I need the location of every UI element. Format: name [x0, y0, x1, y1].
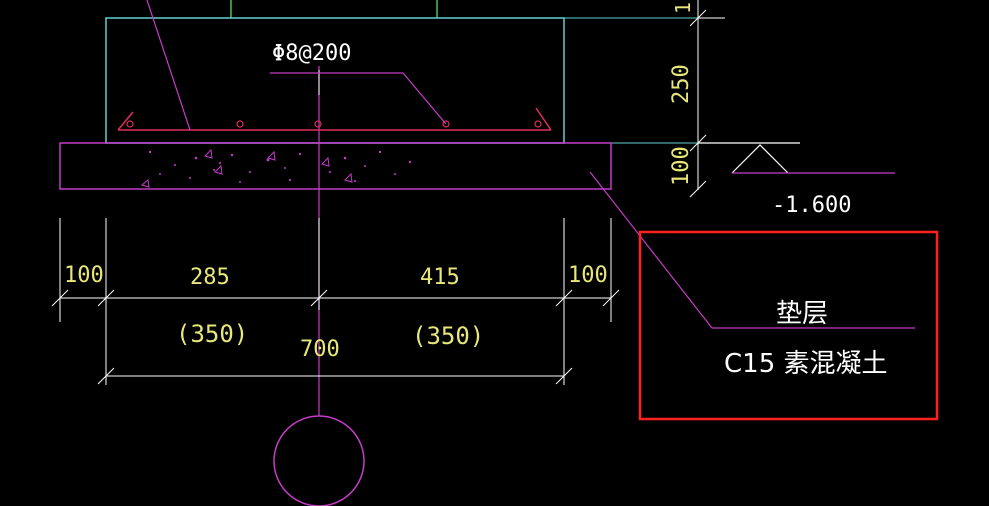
- footing-slab: [105, 17, 565, 144]
- rebar-note: Φ8@200: [272, 41, 351, 66]
- dim-total: 700: [300, 337, 340, 362]
- dim-left-offset: 100: [64, 263, 104, 288]
- dim-seg-right-alt: (350): [412, 322, 484, 350]
- dim-right-thickness: 250: [669, 64, 694, 104]
- callout-highlight-box[interactable]: [638, 230, 939, 421]
- bedding-callout-leader: [589, 171, 915, 329]
- distribution-rebar-dots: [126, 120, 542, 128]
- dim-right-offset: 100: [568, 263, 608, 288]
- callout-line1: 垫层: [776, 299, 828, 329]
- dim-right-upper: 1: [671, 2, 695, 14]
- dim-seg-left-alt: (350): [176, 320, 248, 348]
- elevation-marker: [698, 142, 800, 174]
- right-dimension-chain: [689, 0, 725, 198]
- elevation-value: -1.600: [772, 193, 851, 218]
- bedding-layer: [59, 142, 612, 190]
- dim-seg-right: 415: [420, 265, 460, 290]
- rebar-leader-line: [146, 0, 191, 131]
- dim-chain-upper: [51, 218, 620, 385]
- dim-chain-total: [97, 367, 573, 385]
- bottom-rebar: [117, 107, 552, 131]
- dim-right-bedding: 100: [669, 146, 694, 186]
- bedding-hatch-triangles: [140, 148, 353, 188]
- bedding-hatch: [148, 150, 412, 183]
- rebar-note-leader: [270, 72, 447, 125]
- dim-seg-left: 285: [190, 265, 230, 290]
- callout-line2: C15 素混凝土: [724, 349, 888, 379]
- axis-bubble: [273, 415, 365, 506]
